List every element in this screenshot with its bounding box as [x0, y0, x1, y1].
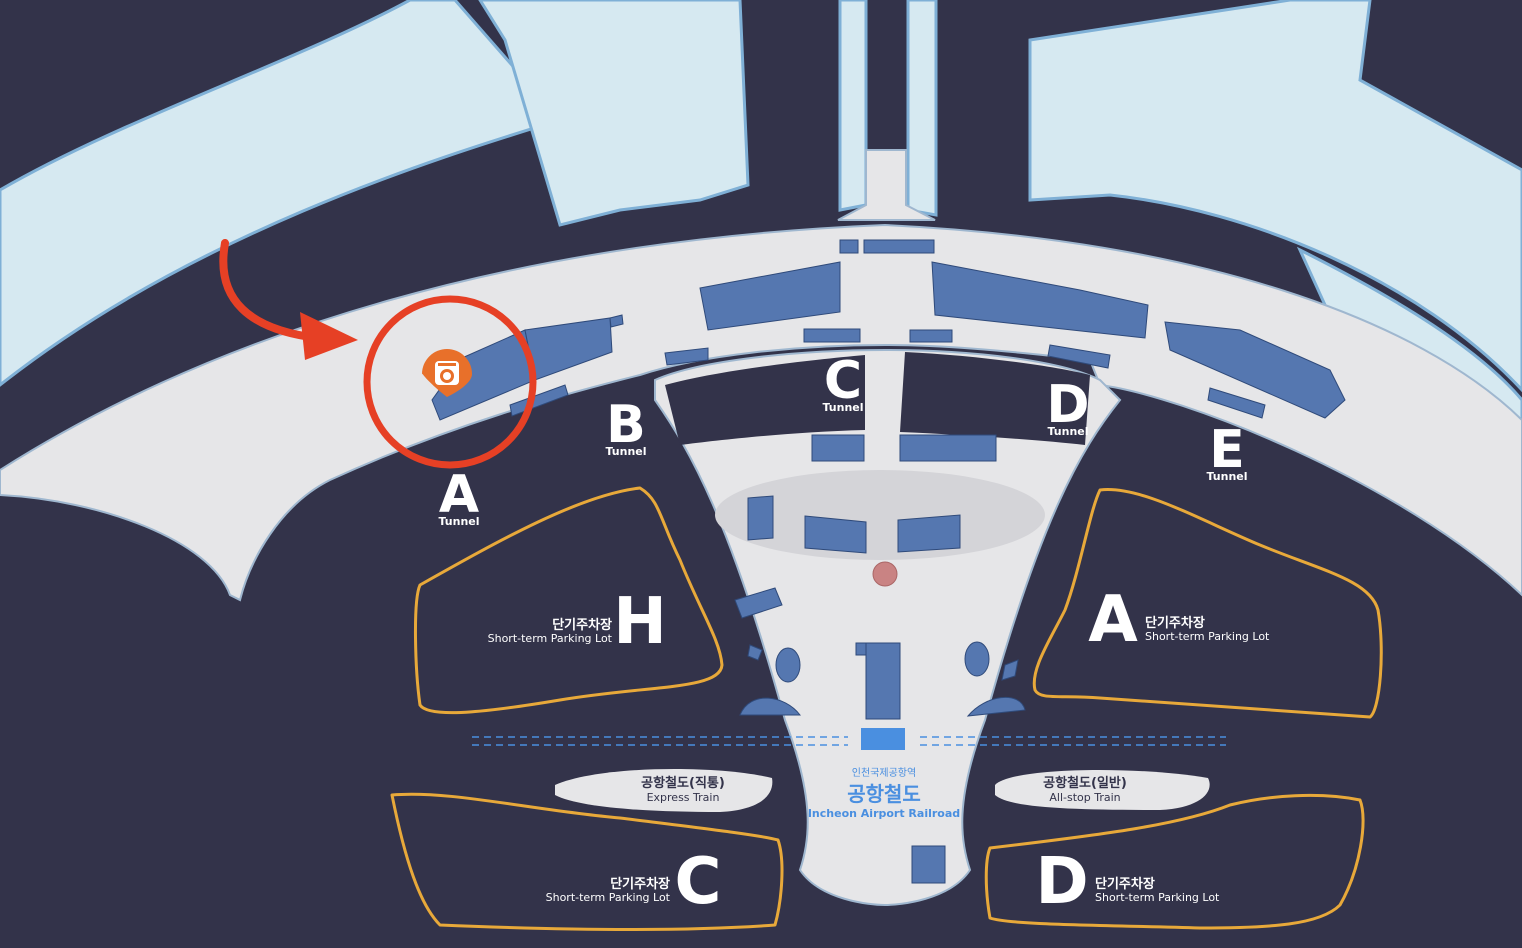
- tunnel-label-e: E Tunnel: [1206, 420, 1247, 483]
- parking-letter: H: [613, 585, 667, 659]
- tunnel-opening-d: [900, 352, 1090, 445]
- shop-block: [899, 434, 997, 462]
- parking-lot-a-outline: [1032, 488, 1383, 719]
- shop-block: [609, 314, 624, 328]
- shop-block: [839, 239, 859, 254]
- arrow-head: [300, 312, 358, 360]
- shop-block: [1207, 387, 1266, 419]
- tunnel-label-d: D Tunnel: [1046, 375, 1089, 438]
- shop-block: [966, 696, 1026, 717]
- shop-block: [509, 384, 569, 417]
- station-small-korean: 인천국제공항역: [852, 767, 916, 779]
- parking-korean: 단기주차장: [1145, 615, 1205, 631]
- parking-lot-h-outline: [414, 486, 724, 715]
- parking-lot-c-outline: [390, 792, 784, 932]
- parking-korean: 단기주차장: [1095, 876, 1155, 892]
- tunnel-letter: D: [1046, 375, 1089, 435]
- allstop-train-english: All-stop Train: [1049, 791, 1120, 804]
- center-pier-left: [838, 0, 868, 212]
- tunnel-label-b: B Tunnel: [605, 395, 646, 458]
- allstop-train-platform: [995, 769, 1210, 810]
- shop-block: [1047, 344, 1111, 369]
- tunnel-openings: [665, 352, 1090, 445]
- shop-block: [865, 642, 901, 720]
- tunnel-word: Tunnel: [605, 445, 646, 458]
- tunnel-word: Tunnel: [1206, 470, 1247, 483]
- tunnel-word: Tunnel: [1047, 425, 1088, 438]
- information-dot: [872, 561, 898, 587]
- allstop-train-label: 공항철도(일반) All-stop Train: [1043, 775, 1127, 804]
- shop-block: [931, 261, 1149, 339]
- parking-english: Short-term Parking Lot: [546, 891, 671, 904]
- tunnel-opening-c: [665, 355, 865, 445]
- central-plaza: [715, 470, 1045, 560]
- laundry-location-marker[interactable]: [422, 349, 472, 397]
- station-english: Incheon Airport Railroad: [808, 807, 960, 820]
- tower-stub: [837, 149, 936, 221]
- shop-block: [803, 328, 861, 343]
- shop-block: [804, 515, 867, 554]
- parking-korean: 단기주차장: [552, 617, 612, 633]
- tunnel-word: Tunnel: [438, 515, 479, 528]
- station-big-korean: 공항철도: [847, 782, 921, 806]
- shop-block: [855, 642, 867, 656]
- shop-block: [747, 495, 774, 541]
- parking-letter: D: [1035, 845, 1088, 919]
- shop-block: [1164, 321, 1346, 419]
- parking-label-d: D 단기주차장 Short-term Parking Lot: [1035, 845, 1220, 919]
- shop-block: [1001, 659, 1019, 681]
- shop-block: [964, 641, 990, 677]
- tunnel-word: Tunnel: [822, 401, 863, 414]
- rail-lines: [472, 736, 1226, 746]
- tunnel-label-c: C Tunnel: [822, 351, 863, 414]
- parking-english: Short-term Parking Lot: [488, 632, 613, 645]
- pointer-arrow: [219, 239, 358, 360]
- tunnel-letter: A: [439, 465, 479, 525]
- express-train-platform: [555, 768, 773, 812]
- parking-korean: 단기주차장: [610, 876, 670, 892]
- shop-block: [811, 434, 865, 462]
- shop-block: [909, 329, 953, 343]
- shop-blocks: [431, 239, 1346, 884]
- express-train-label: 공항철도(직통) Express Train: [641, 775, 725, 804]
- shop-block: [664, 347, 709, 366]
- tunnel-letter: E: [1209, 420, 1245, 480]
- parking-english: Short-term Parking Lot: [1095, 891, 1220, 904]
- railway-platform-block: [861, 728, 905, 750]
- express-train-english: Express Train: [647, 791, 720, 804]
- parking-label-c: 단기주차장 Short-term Parking Lot C: [546, 845, 722, 919]
- shop-block: [863, 239, 935, 254]
- laundry-machine-panel: [438, 363, 456, 366]
- west-wing-apron: [478, 0, 750, 227]
- shop-block: [911, 845, 946, 884]
- parking-letter: C: [675, 845, 722, 919]
- parking-outlines: [390, 486, 1383, 932]
- parking-label-a: A 단기주차장 Short-term Parking Lot: [1088, 583, 1270, 657]
- parking-lot-d-outline: [984, 793, 1365, 930]
- shop-block: [699, 261, 841, 331]
- shop-block: [775, 647, 801, 683]
- shop-block: [747, 644, 763, 661]
- shop-block: [897, 514, 961, 553]
- shop-block: [739, 697, 802, 716]
- arrow-shaft: [219, 239, 322, 342]
- allstop-train-korean: 공항철도(일반): [1043, 775, 1127, 791]
- parking-english: Short-term Parking Lot: [1145, 630, 1270, 643]
- parking-letter: A: [1088, 583, 1138, 657]
- tunnel-letter: C: [824, 351, 862, 411]
- station-label: 인천국제공항역 공항철도 Incheon Airport Railroad: [808, 767, 960, 820]
- express-train-korean: 공항철도(직통): [641, 775, 725, 791]
- tunnel-letter: B: [606, 395, 646, 455]
- parking-label-h: 단기주차장 Short-term Parking Lot H: [488, 585, 667, 659]
- highlight-circle: [363, 295, 537, 469]
- shop-block: [734, 587, 783, 619]
- laundry-machine-drum-inner: [443, 372, 451, 380]
- center-pier-right: [906, 0, 938, 217]
- tunnel-label-a: A Tunnel: [438, 465, 479, 528]
